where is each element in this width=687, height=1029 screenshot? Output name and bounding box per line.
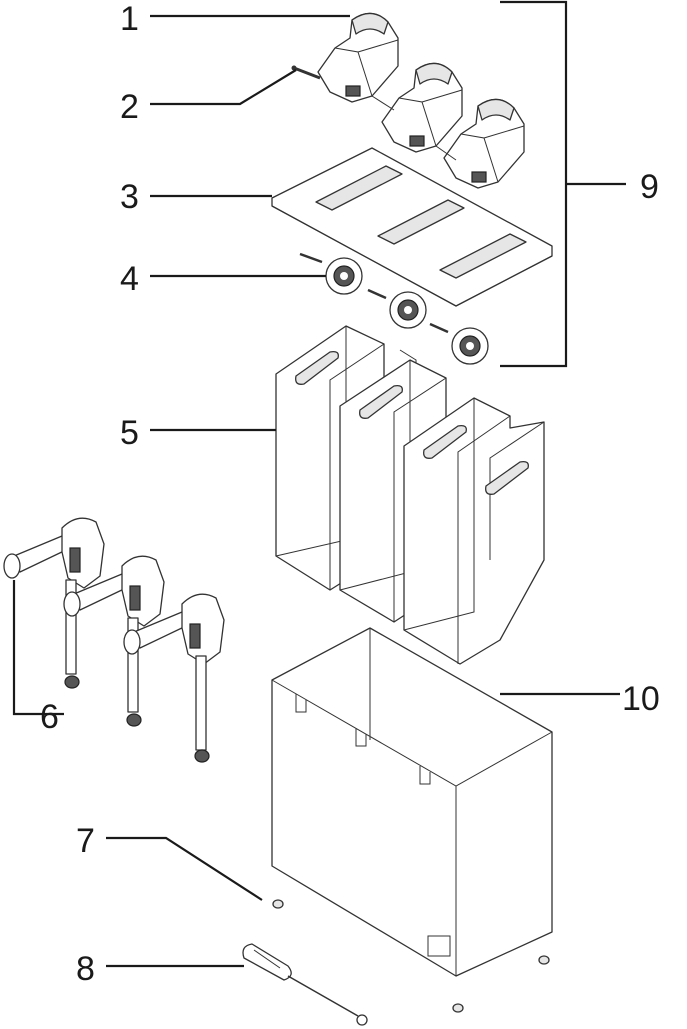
lid xyxy=(271,147,553,307)
callout-7: 7 xyxy=(76,822,95,860)
callout-9: 9 xyxy=(640,168,659,206)
valve xyxy=(451,327,489,365)
callout-2: 2 xyxy=(120,88,139,126)
valve xyxy=(325,257,363,295)
callout-5: 5 xyxy=(120,414,139,452)
spout xyxy=(63,555,165,727)
callout-labels: 1 2 3 4 5 6 7 8 9 10 xyxy=(40,0,660,988)
tap-handle xyxy=(317,12,399,103)
callout-10: 10 xyxy=(622,680,660,718)
inner-containers xyxy=(275,325,545,665)
inner-container xyxy=(403,397,545,665)
tap-handles xyxy=(317,12,525,189)
valve xyxy=(389,291,427,329)
callout-4: 4 xyxy=(120,260,139,298)
callout-8: 8 xyxy=(76,950,95,988)
callout-6: 6 xyxy=(40,698,59,736)
cleaning-brush xyxy=(242,943,368,1026)
leader-lines xyxy=(12,14,626,968)
tap-handle xyxy=(443,98,525,189)
spout xyxy=(123,593,225,763)
outer-housing xyxy=(271,627,553,977)
pin xyxy=(291,65,321,80)
tap-handle xyxy=(381,62,463,153)
callout-3: 3 xyxy=(120,178,139,216)
group-bracket xyxy=(500,0,568,368)
spout xyxy=(3,517,105,689)
callout-1: 1 xyxy=(120,0,139,38)
valves xyxy=(299,252,489,365)
feet xyxy=(272,899,550,1013)
spouts xyxy=(3,517,225,763)
